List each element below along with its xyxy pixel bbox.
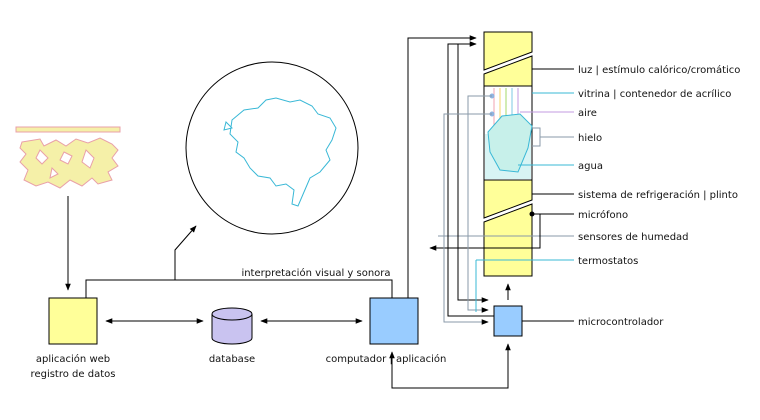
webapp-computer-link [85,279,393,298]
webapp-label-line2: registro de datos [31,369,116,380]
database-cylinder [211,307,253,345]
top-sensor-line [467,95,492,313]
webapp-box [48,297,98,345]
light-module-upper [483,31,533,71]
label-water: agua [578,161,603,172]
ice-block [487,113,533,173]
database-label: database [209,354,255,365]
label-vitrine: vitrina | contenedor de acrílico [578,88,731,100]
label-refrigeration: sistema de refrigeración | plinto [578,189,738,201]
map-thumbnail [15,126,121,189]
computer-to-light-arrow [407,35,477,298]
map-border-top [15,126,121,133]
computer-box [369,297,419,345]
label-thermostats: termostatos [578,256,638,267]
microcontroller-to-light-arrow [447,41,494,317]
microcontroller-computer-arrow [389,343,511,389]
interpretation-label: interpretación visual y sonora [241,267,390,279]
label-humidity-sensors: sensores de humedad [578,232,689,243]
plinth-upper [483,179,533,219]
computer-label: computador | aplicación [326,353,447,365]
microcontroller-box [493,305,523,337]
label-ice: hielo [578,133,602,144]
antarctica-outline [223,97,337,207]
label-light: luz | estímulo calórico/cromático [578,64,740,76]
webapp-label-line1: aplicación web [36,353,110,365]
installation-column [483,31,533,277]
plinth-lower [483,203,533,277]
microphone-signal-arrow [429,214,541,251]
label-microphone: micrófono [578,209,628,221]
link-to-visualization-arrow [174,225,197,280]
label-microcontroller: microcontrolador [578,317,664,328]
visualization-circle [185,61,359,235]
label-air: aire [578,108,597,119]
